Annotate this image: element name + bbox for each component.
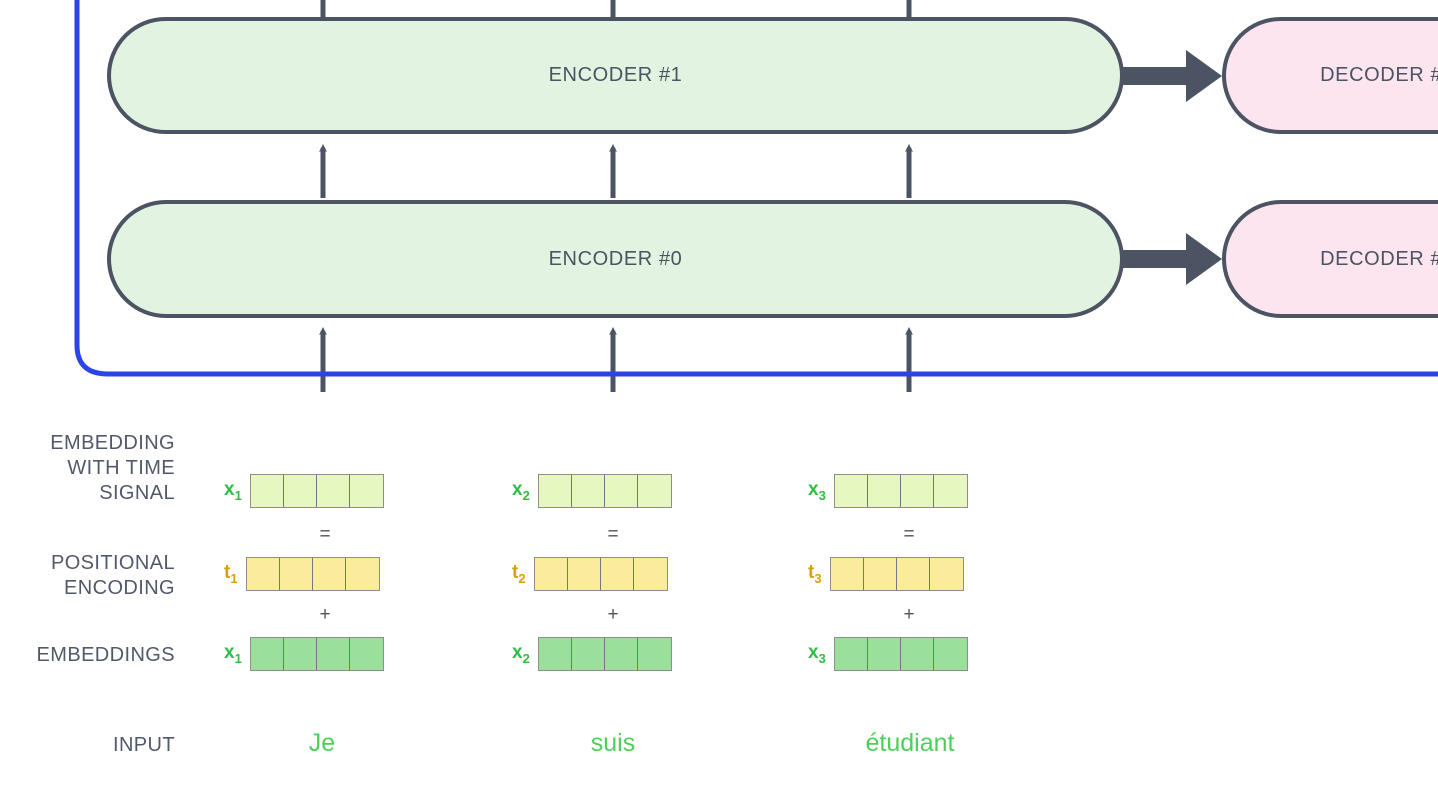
vector-cells xyxy=(249,474,384,508)
operator-plus: + xyxy=(319,604,331,625)
vector-cell xyxy=(538,475,572,507)
vector-cell xyxy=(867,475,901,507)
row-label-positional-encoding: POSITIONAL ENCODING xyxy=(0,551,175,601)
vector-embedding[interactable]: x3 xyxy=(808,637,968,671)
row-label-line: EMBEDDING xyxy=(50,432,175,454)
input-token-1: Je xyxy=(308,729,336,757)
vector-cell xyxy=(316,638,350,670)
vector-cell xyxy=(567,558,601,590)
vector-cell xyxy=(283,638,317,670)
decoder-block-1[interactable]: DECODER #1 xyxy=(1222,17,1438,134)
vector-label-x3: x3 xyxy=(808,642,826,666)
vector-cell xyxy=(538,638,572,670)
row-label-line: ENCODING xyxy=(64,577,175,599)
vector-cell xyxy=(896,558,930,590)
vector-cell xyxy=(246,558,280,590)
row-label-input: INPUT xyxy=(113,734,175,756)
encoder-block-1[interactable]: ENCODER #1 xyxy=(107,17,1124,134)
vector-cells xyxy=(537,474,672,508)
vector-positional-encoding[interactable]: t2 xyxy=(512,557,668,591)
encoder-to-decoder-arrow-0 xyxy=(1121,233,1222,285)
vector-cell xyxy=(604,638,638,670)
vector-cell xyxy=(863,558,897,590)
operator-equals: = xyxy=(903,524,915,545)
vector-cells xyxy=(245,557,380,591)
vector-cell xyxy=(637,475,671,507)
vector-label-t3: t3 xyxy=(808,562,822,586)
decoder-0-label: DECODER #0 xyxy=(1320,247,1438,270)
vector-cell xyxy=(929,558,963,590)
vector-cell xyxy=(312,558,346,590)
vector-positional-encoding[interactable]: t3 xyxy=(808,557,964,591)
input-token-3: étudiant xyxy=(865,729,955,757)
vector-cell xyxy=(534,558,568,590)
vector-embedding-with-time-signal[interactable]: x2 xyxy=(512,474,672,508)
vector-label-x2: x2 xyxy=(512,642,530,666)
encoder-block-0[interactable]: ENCODER #0 xyxy=(107,200,1124,318)
input-to-encoder0-arrows xyxy=(319,327,913,392)
vector-cell xyxy=(830,558,864,590)
vector-label-x2: x2 xyxy=(512,479,530,503)
vector-label-t2: t2 xyxy=(512,562,526,586)
operator-equals: = xyxy=(607,524,619,545)
vector-cell xyxy=(349,638,383,670)
input-token-2: suis xyxy=(590,729,636,757)
encoder-0-label: ENCODER #0 xyxy=(548,247,683,270)
vector-label-x3: x3 xyxy=(808,479,826,503)
vector-cells xyxy=(829,557,964,591)
row-label-line: SIGNAL xyxy=(99,482,175,504)
vector-cell xyxy=(279,558,313,590)
row-label-embedding-with-time-signal: EMBEDDING WITH TIME SIGNAL xyxy=(0,431,175,506)
vector-cell xyxy=(283,475,317,507)
vector-cell xyxy=(637,638,671,670)
row-label-line: POSITIONAL xyxy=(50,552,175,574)
decoder-block-0[interactable]: DECODER #0 xyxy=(1222,200,1438,318)
vector-positional-encoding[interactable]: t1 xyxy=(224,557,380,591)
vector-cell xyxy=(933,475,967,507)
vector-embedding[interactable]: x2 xyxy=(512,637,672,671)
vector-cell xyxy=(633,558,667,590)
vector-cell xyxy=(834,475,868,507)
operator-plus: + xyxy=(903,604,915,625)
vector-cell xyxy=(345,558,379,590)
vector-cells xyxy=(833,637,968,671)
encoder-to-decoder-arrow-1 xyxy=(1121,50,1222,102)
vector-label-x1: x1 xyxy=(224,479,242,503)
vector-cell xyxy=(900,638,934,670)
operator-equals: = xyxy=(319,524,331,545)
vector-embedding-with-time-signal[interactable]: x1 xyxy=(224,474,384,508)
vector-label-t1: t1 xyxy=(224,562,238,586)
vector-cell xyxy=(250,638,284,670)
encoder-1-label: ENCODER #1 xyxy=(548,64,683,86)
row-label-line: WITH TIME xyxy=(67,457,175,479)
vector-cells xyxy=(537,637,672,671)
vector-cells xyxy=(533,557,668,591)
vector-cell xyxy=(316,475,350,507)
vector-cells xyxy=(249,637,384,671)
encoder0-to-encoder1-arrows xyxy=(319,144,913,198)
operator-plus: + xyxy=(607,604,619,625)
vector-cell xyxy=(834,638,868,670)
decoder-1-label: DECODER #1 xyxy=(1320,64,1438,86)
vector-cell xyxy=(867,638,901,670)
vector-cells xyxy=(833,474,968,508)
vector-embedding[interactable]: x1 xyxy=(224,637,384,671)
row-label-embeddings: EMBEDDINGS xyxy=(36,644,175,666)
vector-cell xyxy=(571,475,605,507)
vector-cell xyxy=(604,475,638,507)
vector-cell xyxy=(349,475,383,507)
vector-cell xyxy=(600,558,634,590)
vector-cell xyxy=(571,638,605,670)
vector-embedding-with-time-signal[interactable]: x3 xyxy=(808,474,968,508)
vector-cell xyxy=(900,475,934,507)
vector-cell xyxy=(933,638,967,670)
vector-cell xyxy=(250,475,284,507)
vector-label-x1: x1 xyxy=(224,642,242,666)
